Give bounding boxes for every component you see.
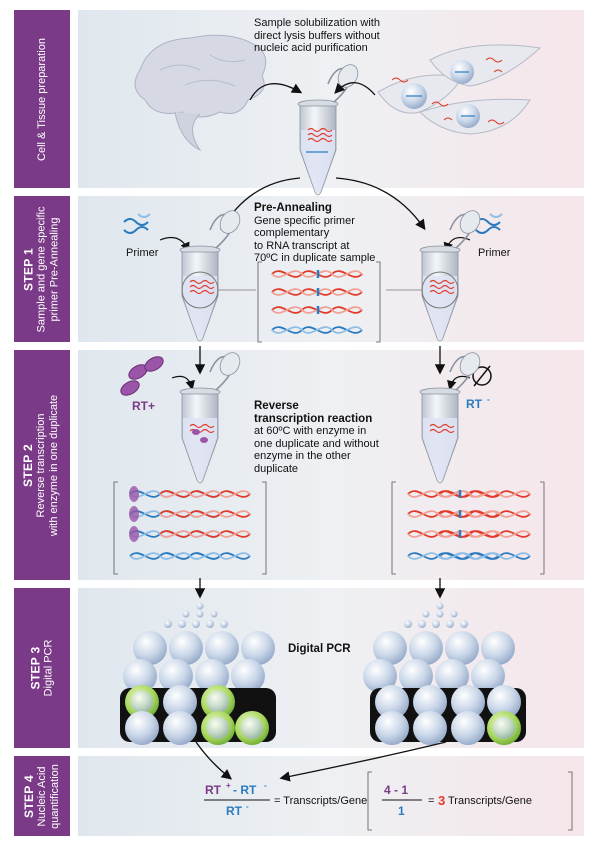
example-text: Transcripts/Gene: [448, 795, 532, 807]
step2-line: one duplicate and without: [254, 437, 379, 450]
example-equals: =: [428, 795, 434, 807]
cells-icon: [377, 44, 542, 135]
panel-step2: [78, 350, 584, 580]
tube-right: [419, 206, 485, 342]
formula-minus-rt: - RT: [233, 783, 257, 797]
quantification-formula: RT + - RT - RT - = Transcripts/Gene 4 - …: [204, 771, 573, 831]
prep-description: Sample solubilization with direct lysis …: [254, 17, 380, 55]
prep-line: nucleic acid purification: [254, 42, 368, 54]
arrow: [195, 741, 233, 780]
digital-pcr-label: Digital PCR: [288, 643, 351, 656]
sidebar-cell-tissue: Cell & Tissue preparation: [14, 10, 70, 188]
no-enzyme-icon: [472, 365, 492, 387]
rt-enzyme-icon: [120, 356, 164, 396]
step1-heading: Pre-Annealing: [254, 202, 332, 214]
tube-rt-minus: [419, 348, 485, 484]
annealing-bracket: [257, 261, 381, 343]
droplets-right: [363, 602, 526, 745]
tube-left: [179, 206, 245, 342]
prep-line: direct lysis buffers without: [254, 29, 380, 42]
arrow: [335, 177, 426, 231]
rt-minus-label: RT: [466, 397, 483, 411]
prep-line: Sample solubilization with: [254, 17, 380, 29]
arrow: [249, 83, 303, 101]
step1-line: complementary: [254, 227, 330, 239]
rt-minus-helices: [391, 481, 545, 575]
formula-rt-plus-sup: +: [226, 781, 231, 790]
arrow: [279, 741, 447, 782]
step2-line: duplicate: [254, 462, 299, 475]
example-result: 3: [438, 793, 445, 808]
step1-line: to RNA transcript at: [254, 239, 350, 252]
step2-heading: transcription reaction: [254, 412, 373, 425]
formula-denominator: RT: [226, 804, 243, 818]
step2-line: enzyme in the other: [254, 450, 351, 462]
step2-line: at 60ºC with enzyme in: [254, 425, 367, 437]
step1-line: Gene specific primer: [254, 214, 355, 227]
panel-step4: [78, 756, 584, 836]
rt-plus-label: RT+: [132, 399, 155, 413]
formula-rt-plus: RT: [205, 783, 222, 797]
example-denominator: 1: [398, 804, 405, 818]
brain-tissue-icon: [134, 34, 267, 152]
rt-plus-helices: [113, 481, 267, 575]
panel-step1: [78, 196, 584, 342]
droplets-left: [120, 602, 276, 745]
example-numerator: 4 - 1: [384, 783, 408, 797]
step2-description: Reverse transcription reaction at 60ºC w…: [254, 400, 379, 475]
primer-left-label: Primer: [126, 247, 159, 259]
formula-equals-text: = Transcripts/Gene: [274, 795, 367, 807]
arrow: [334, 82, 376, 96]
step2-heading: Reverse: [254, 400, 299, 412]
primer-right-label: Primer: [478, 247, 511, 259]
sample-tube: [297, 60, 363, 196]
formula-minus-sup: -: [264, 781, 267, 790]
rt-minus-sup: -: [487, 395, 490, 404]
step1-description: Pre-Annealing Gene specific primer compl…: [254, 202, 375, 265]
tube-rt-plus: [179, 348, 245, 484]
arrow: [171, 375, 195, 391]
step1-line: 70ºC in duplicate sample: [254, 252, 376, 264]
formula-den-sup: -: [246, 802, 249, 811]
primer-left-icon: [123, 213, 151, 234]
digital-pcr-text: Digital PCR: [288, 643, 351, 655]
